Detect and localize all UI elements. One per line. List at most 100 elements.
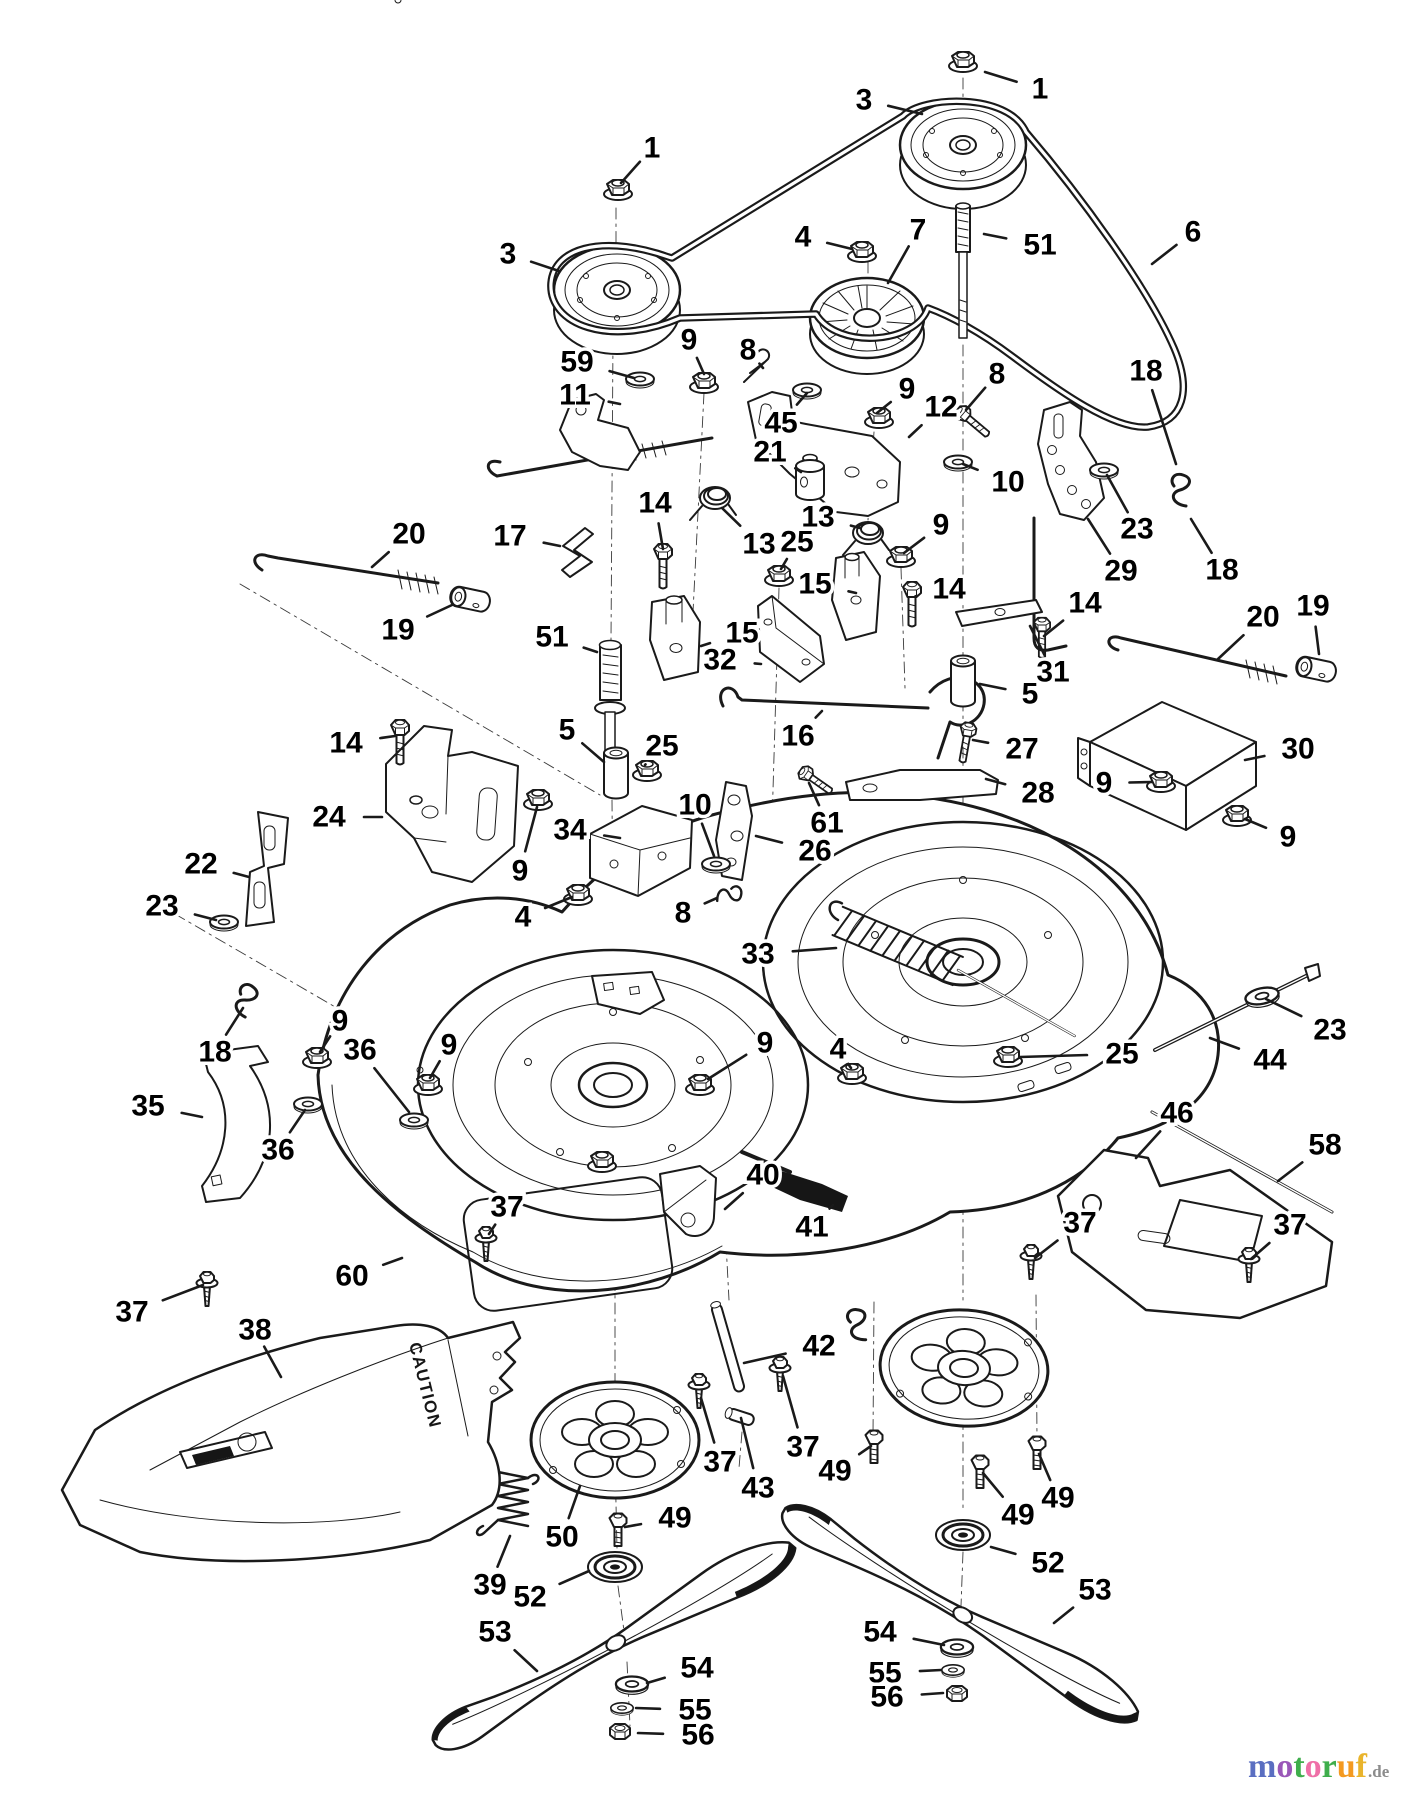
callout-leader-37 bbox=[781, 1374, 799, 1429]
bearing-52-left bbox=[586, 1550, 644, 1584]
callout-label-56: 56 bbox=[681, 1719, 714, 1752]
bearing-52-right bbox=[934, 1518, 992, 1552]
callout-label-21: 21 bbox=[753, 436, 786, 469]
callout-leader-40 bbox=[723, 1191, 745, 1211]
mandrel-housing-left bbox=[529, 1380, 701, 1500]
callout-label-19: 19 bbox=[1296, 590, 1329, 623]
callout-leader-14 bbox=[378, 734, 397, 740]
callout-leader-3 bbox=[886, 104, 924, 116]
callout-label-26: 26 bbox=[798, 835, 831, 868]
callout-leader-1 bbox=[619, 160, 642, 185]
callout-label-9: 9 bbox=[332, 1005, 349, 1038]
callout-leader-5 bbox=[580, 741, 606, 764]
callout-leader-34 bbox=[602, 834, 622, 840]
callout-label-4: 4 bbox=[795, 221, 812, 254]
rod-20-right bbox=[1107, 635, 1288, 678]
callout-label-49: 49 bbox=[818, 1455, 851, 1488]
bracket-29 bbox=[1037, 401, 1105, 521]
watermark-letter: u bbox=[1336, 1748, 1356, 1785]
strap-31 bbox=[955, 599, 1043, 627]
callout-leader-25 bbox=[1018, 1053, 1089, 1059]
callout-label-18: 18 bbox=[1205, 554, 1238, 587]
callout-leader-53 bbox=[513, 1648, 539, 1673]
watermark-letter: r bbox=[1321, 1748, 1337, 1785]
callout-leader-38 bbox=[262, 1345, 283, 1379]
callout-label-3: 3 bbox=[500, 238, 517, 271]
hardware bbox=[195, 51, 1261, 1740]
callout-leader-10 bbox=[700, 822, 716, 858]
callout-label-40: 40 bbox=[746, 1159, 779, 1192]
callout-leader-26 bbox=[754, 834, 784, 844]
callout-leader-20 bbox=[1216, 633, 1245, 661]
callout-leader-59 bbox=[608, 369, 636, 380]
callout-label-19: 19 bbox=[381, 614, 414, 647]
callout-leader-18 bbox=[1189, 517, 1213, 555]
callout-label-37: 37 bbox=[490, 1191, 523, 1224]
callout-leader-43 bbox=[739, 1416, 755, 1470]
callout-leader-9 bbox=[523, 805, 539, 853]
callout-leader-4 bbox=[825, 241, 854, 251]
callout-label-12: 12 bbox=[924, 391, 957, 424]
callout-leader-46 bbox=[1134, 1130, 1162, 1160]
bracket-30 bbox=[1077, 701, 1257, 831]
callout-label-4: 4 bbox=[515, 901, 532, 934]
callout-label-27: 27 bbox=[1005, 733, 1038, 766]
callout-label-9: 9 bbox=[1096, 767, 1113, 800]
callout-leader-27 bbox=[971, 738, 990, 745]
callout-label-51: 51 bbox=[1023, 229, 1056, 262]
callout-label-25: 25 bbox=[645, 730, 678, 763]
callout-label-16: 16 bbox=[781, 720, 814, 753]
spindle-assemblies bbox=[423, 1302, 1151, 1763]
callout-label-10: 10 bbox=[678, 789, 711, 822]
idler-pulley-top bbox=[898, 99, 1028, 210]
callout-leader-9 bbox=[318, 1035, 332, 1054]
callout-leader-8 bbox=[758, 362, 765, 370]
callout-label-22: 22 bbox=[184, 848, 217, 881]
callout-label-28: 28 bbox=[1021, 777, 1054, 810]
callout-leader-55 bbox=[918, 1668, 943, 1673]
callout-label-37: 37 bbox=[1273, 1209, 1306, 1242]
callout-leader-31 bbox=[1028, 624, 1046, 657]
callout-leader-3 bbox=[529, 260, 561, 273]
callout-leader-13 bbox=[849, 524, 862, 530]
rod-20-left bbox=[253, 553, 440, 585]
callout-leader-6 bbox=[1150, 243, 1178, 266]
idler-pulley-left bbox=[552, 244, 682, 355]
callout-leader-5 bbox=[978, 682, 1007, 691]
deck-outline bbox=[316, 791, 1221, 1293]
callout-leader-60 bbox=[381, 1256, 404, 1267]
callout-leader-9 bbox=[428, 1059, 442, 1080]
callout-leader-8 bbox=[964, 386, 987, 412]
callout-label-50: 50 bbox=[545, 1521, 578, 1554]
callout-label-42: 42 bbox=[802, 1330, 835, 1363]
callout-label-37: 37 bbox=[115, 1296, 148, 1329]
callout-label-43: 43 bbox=[741, 1472, 774, 1505]
callout-label-8: 8 bbox=[740, 334, 757, 367]
callout-label-15: 15 bbox=[725, 617, 758, 650]
callout-label-39: 39 bbox=[473, 1569, 506, 1602]
callout-leader-13 bbox=[720, 506, 742, 528]
callout-label-31: 31 bbox=[1036, 656, 1069, 689]
callout-label-4: 4 bbox=[830, 1033, 847, 1066]
callout-leader-51 bbox=[582, 646, 599, 654]
callout-leader-37 bbox=[1033, 1239, 1059, 1260]
callout-label-18: 18 bbox=[1129, 355, 1162, 388]
callout-label-55: 55 bbox=[678, 1694, 711, 1727]
callout-leader-21 bbox=[793, 466, 803, 474]
pin-43 bbox=[724, 1407, 755, 1426]
callout-leader-39 bbox=[496, 1534, 512, 1568]
watermark-suffix: .de bbox=[1368, 1762, 1390, 1781]
callout-label-37: 37 bbox=[1063, 1207, 1096, 1240]
callout-label-49: 49 bbox=[658, 1502, 691, 1535]
callout-leader-58 bbox=[1276, 1161, 1304, 1183]
strap-22 bbox=[245, 811, 289, 927]
callout-leader-53 bbox=[1052, 1606, 1075, 1625]
callout-leader-50 bbox=[567, 1484, 582, 1520]
callout-leader-55 bbox=[634, 1706, 662, 1711]
callout-label-54: 54 bbox=[680, 1652, 714, 1685]
callout-label-32: 32 bbox=[703, 644, 736, 677]
callout-label-5: 5 bbox=[1022, 678, 1039, 711]
callout-label-24: 24 bbox=[312, 801, 346, 834]
